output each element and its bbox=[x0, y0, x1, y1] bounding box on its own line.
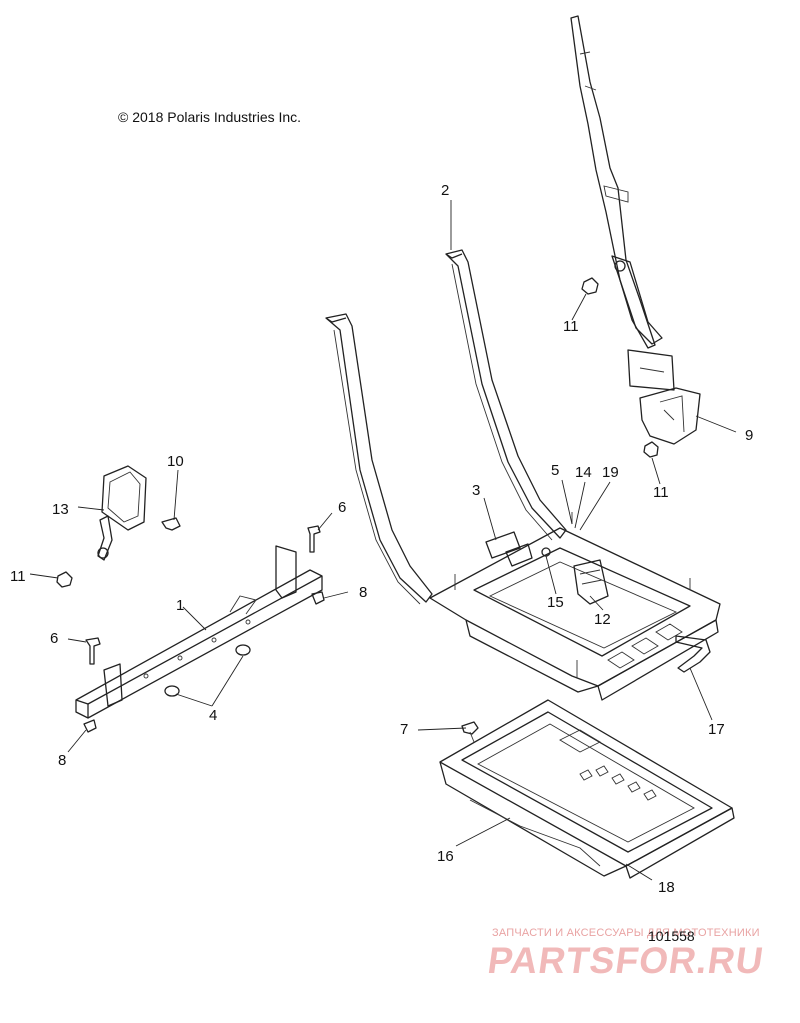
bolt-6-lower bbox=[85, 637, 101, 665]
nut-8-right bbox=[311, 591, 325, 605]
callout-1: 1 bbox=[176, 597, 184, 614]
callout-15: 15 bbox=[547, 594, 564, 611]
bolt-10 bbox=[161, 517, 181, 531]
callout-13: 13 bbox=[52, 501, 69, 518]
copyright-notice: © 2018 Polaris Industries Inc. bbox=[118, 109, 302, 125]
release-handle-17 bbox=[675, 635, 711, 673]
callout-7: 7 bbox=[400, 721, 408, 738]
seat-belt-buckle-13 bbox=[97, 465, 147, 561]
callout-17: 17 bbox=[708, 721, 725, 738]
callout-3: 3 bbox=[472, 482, 480, 499]
callout-5: 5 bbox=[551, 462, 559, 479]
seat-slider-base-16 bbox=[439, 699, 735, 879]
callout-2: 2 bbox=[441, 182, 449, 199]
callout-14: 14 bbox=[575, 464, 592, 481]
callout-16: 16 bbox=[437, 848, 454, 865]
grommet-4-left bbox=[164, 685, 180, 697]
nut-11-top bbox=[581, 277, 599, 295]
seat-belt-assembly bbox=[570, 15, 701, 445]
callout-labels: 1 2 3 4 5 6 6 7 8 8 9 10 11 11 11 12 13 … bbox=[10, 182, 753, 896]
nut-11-left bbox=[56, 571, 73, 588]
seat-frame-tubular bbox=[325, 249, 721, 701]
callout-8-right: 8 bbox=[359, 584, 367, 601]
drawing-number: 101558 bbox=[648, 928, 695, 944]
bolt-6-upper bbox=[307, 525, 321, 553]
callout-10: 10 bbox=[167, 453, 184, 470]
watermark-tagline: ЗАПЧАСТИ И АКСЕССУАРЫ ДЛЯ МОТОТЕХНИКИ bbox=[492, 927, 760, 939]
nut-8-left bbox=[83, 719, 97, 733]
callout-19: 19 bbox=[602, 464, 619, 481]
grommet-4-right bbox=[235, 644, 251, 656]
nut-11-right bbox=[643, 441, 659, 458]
bracket-3 bbox=[485, 531, 533, 567]
leader-lines bbox=[29, 200, 737, 881]
watermark-brand: PARTSFOR.RU bbox=[485, 940, 767, 981]
bolt-7 bbox=[461, 721, 479, 743]
callout-9: 9 bbox=[745, 427, 753, 444]
callout-8-left: 8 bbox=[58, 752, 66, 769]
callout-6-upper: 6 bbox=[338, 499, 346, 516]
callout-12: 12 bbox=[594, 611, 611, 628]
callout-6-lower: 6 bbox=[50, 630, 58, 647]
crossbar-mount-1 bbox=[75, 545, 323, 719]
callout-4: 4 bbox=[209, 707, 217, 724]
callout-11-left: 11 bbox=[10, 568, 26, 585]
callout-11-top: 11 bbox=[563, 318, 579, 335]
latch-assembly-12 bbox=[573, 559, 609, 605]
callout-18: 18 bbox=[658, 879, 675, 896]
callout-11-right: 11 bbox=[653, 484, 669, 501]
